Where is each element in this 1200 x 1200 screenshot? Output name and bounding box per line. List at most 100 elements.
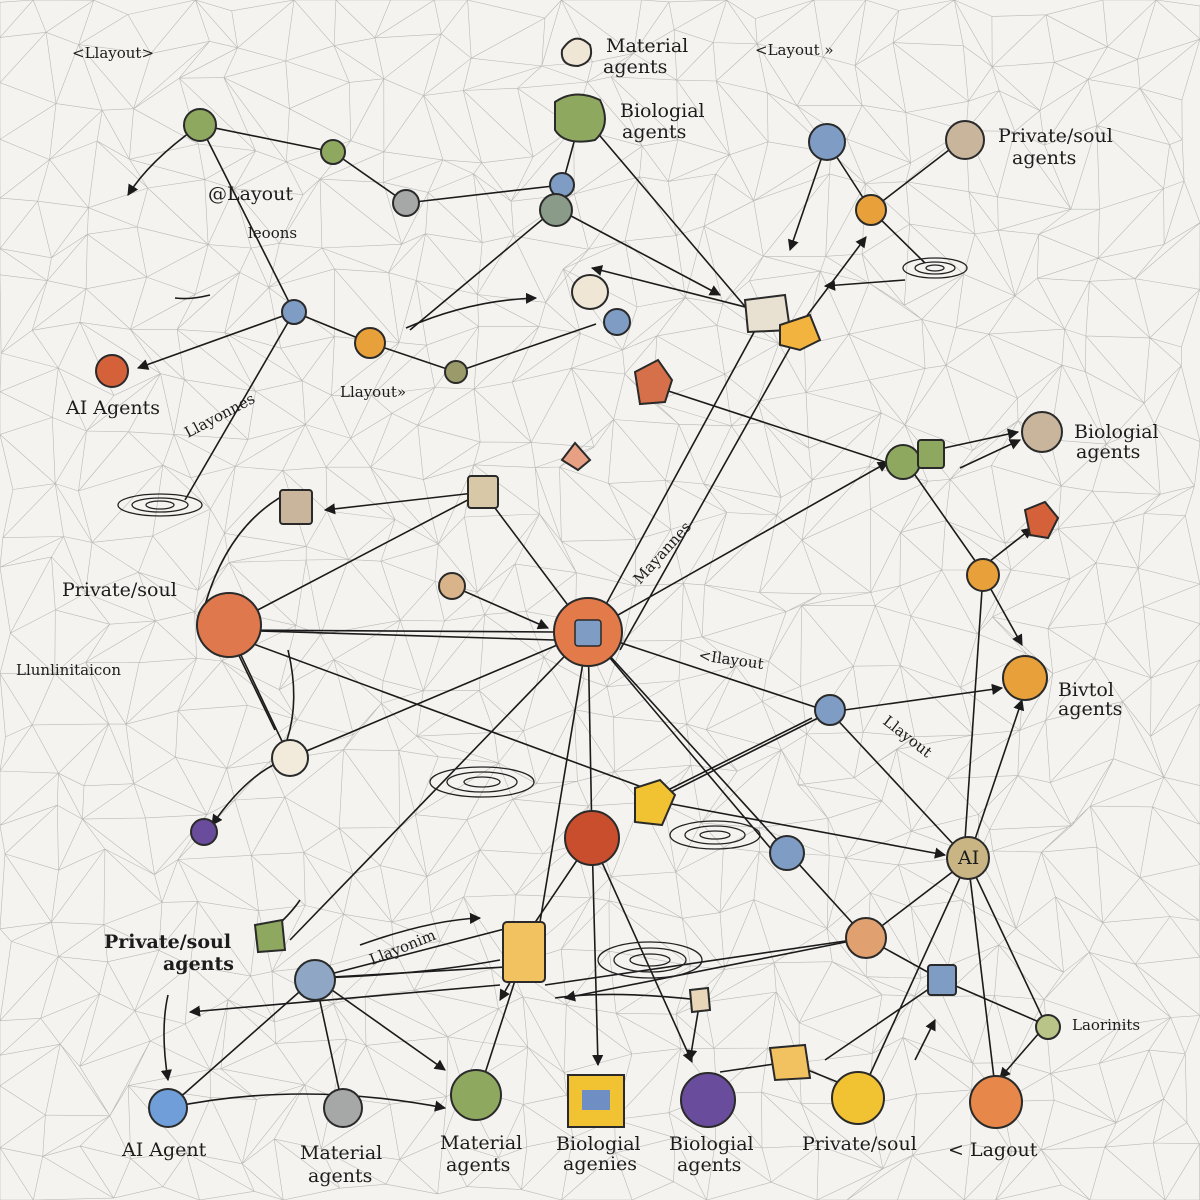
node-blue[interactable] — [814, 694, 846, 726]
label-llayonim: Llayonim — [367, 926, 439, 969]
node-blue[interactable] — [808, 123, 846, 161]
node-private-yellow[interactable] — [831, 1071, 885, 1125]
node-blue[interactable] — [769, 835, 805, 871]
edge — [314, 977, 446, 1071]
node-blue-square[interactable] — [927, 964, 957, 996]
node-small-tan[interactable] — [688, 986, 712, 1014]
node-orange[interactable] — [855, 194, 887, 226]
node-red-hex[interactable] — [633, 358, 674, 406]
node-orange[interactable] — [966, 558, 1000, 592]
node-material-green[interactable] — [450, 1069, 502, 1121]
spiral-mark — [902, 257, 968, 279]
node-red[interactable] — [95, 354, 129, 388]
edge — [653, 711, 831, 801]
node-green-small[interactable] — [1035, 1014, 1061, 1040]
node-purple[interactable] — [190, 818, 218, 846]
node-gray-green[interactable] — [539, 193, 573, 227]
node-blue-gray[interactable] — [294, 959, 336, 1001]
node-biological-tan[interactable] — [1021, 411, 1063, 453]
node-private-icon[interactable] — [945, 120, 985, 160]
node-olive[interactable] — [444, 360, 468, 384]
edge — [136, 311, 295, 370]
label-llayout-rotated: Llayout — [880, 712, 936, 761]
node-orange-tag[interactable] — [634, 778, 677, 827]
label-ai-agent-bottom: AI Agent — [121, 1139, 207, 1161]
edge — [591, 311, 766, 631]
edge — [865, 859, 969, 939]
edge — [160, 994, 172, 1082]
node-tan-square[interactable] — [467, 475, 499, 509]
label-bivtol-agents-line1: Bivtol — [1058, 679, 1114, 701]
node-green[interactable] — [320, 139, 346, 165]
node-small-marker[interactable] — [560, 441, 592, 472]
node-blue[interactable] — [603, 308, 631, 336]
edge — [799, 236, 867, 326]
node-orange[interactable] — [354, 327, 386, 359]
node-layout-orange[interactable] — [969, 1075, 1023, 1129]
node-green-square[interactable] — [917, 439, 945, 469]
label-ai-agents-left: AI Agents — [65, 397, 160, 419]
node-orange-hex[interactable] — [779, 313, 822, 352]
node-green[interactable] — [183, 108, 217, 142]
spiral-mark — [117, 493, 203, 517]
label-bivtol-agents-line2: agents — [1058, 698, 1122, 720]
edge — [964, 574, 984, 841]
node-bivtol-icon[interactable] — [1002, 655, 1048, 701]
node-ai[interactable] — [946, 836, 990, 880]
label-biologial-agents-bottom-line2: agents — [677, 1154, 741, 1176]
edge — [984, 527, 1033, 566]
edge — [359, 912, 482, 946]
edge — [228, 629, 555, 633]
label-layout-top-left: <Llayout> — [72, 44, 154, 62]
edge — [199, 124, 295, 313]
edge — [829, 711, 969, 861]
label-material-agents-line1: Material — [606, 35, 688, 57]
node-red-dark[interactable] — [564, 810, 620, 866]
edge — [544, 937, 867, 986]
edge — [590, 265, 766, 313]
node-beige[interactable] — [271, 739, 309, 777]
edge — [332, 151, 407, 204]
edge — [967, 859, 997, 1096]
edge — [959, 439, 1022, 469]
node-gray[interactable] — [323, 1088, 363, 1128]
node-material-icon[interactable] — [560, 37, 593, 68]
node-private-soul[interactable] — [196, 592, 262, 658]
edge — [455, 323, 597, 373]
node-tan-square[interactable] — [279, 489, 313, 525]
node-yellow-tag[interactable] — [768, 1043, 812, 1082]
node-orange-box[interactable] — [502, 921, 546, 983]
node-purple-large[interactable] — [680, 1072, 736, 1128]
edge — [286, 649, 295, 741]
label-biologial-agenies-line1: Biologial — [556, 1133, 641, 1155]
node-biological-blob[interactable] — [554, 93, 606, 143]
node-blue[interactable] — [148, 1088, 188, 1128]
node-tan-orange[interactable] — [845, 917, 887, 959]
edge — [587, 631, 867, 939]
node-green-square[interactable] — [253, 918, 287, 954]
label-ai-node: AI — [957, 847, 979, 869]
edge — [409, 207, 557, 331]
node-gray[interactable] — [392, 189, 420, 217]
edge — [184, 311, 295, 501]
label-material-agents-line2: agents — [603, 56, 667, 78]
edge — [563, 937, 867, 1002]
label-llayonnes: Llayonnes — [181, 389, 258, 441]
label-biologial-agents-bottom-line1: Biologial — [669, 1133, 754, 1155]
node-green[interactable] — [885, 444, 921, 480]
label-laorinits: Laorinits — [1072, 1016, 1140, 1034]
edge — [167, 977, 316, 1109]
edge — [914, 1018, 936, 1061]
label-material-agents-bottom2-line1: Material — [440, 1132, 522, 1154]
edge — [314, 959, 501, 979]
edge — [823, 279, 906, 291]
node-tan[interactable] — [438, 572, 466, 600]
node-blue[interactable] — [281, 299, 307, 325]
node-red-pentagon[interactable] — [1023, 500, 1060, 540]
edge — [649, 384, 886, 463]
label-layout-top: <Layout » — [755, 41, 834, 59]
edge — [167, 1093, 447, 1112]
node-beige[interactable] — [571, 274, 609, 310]
